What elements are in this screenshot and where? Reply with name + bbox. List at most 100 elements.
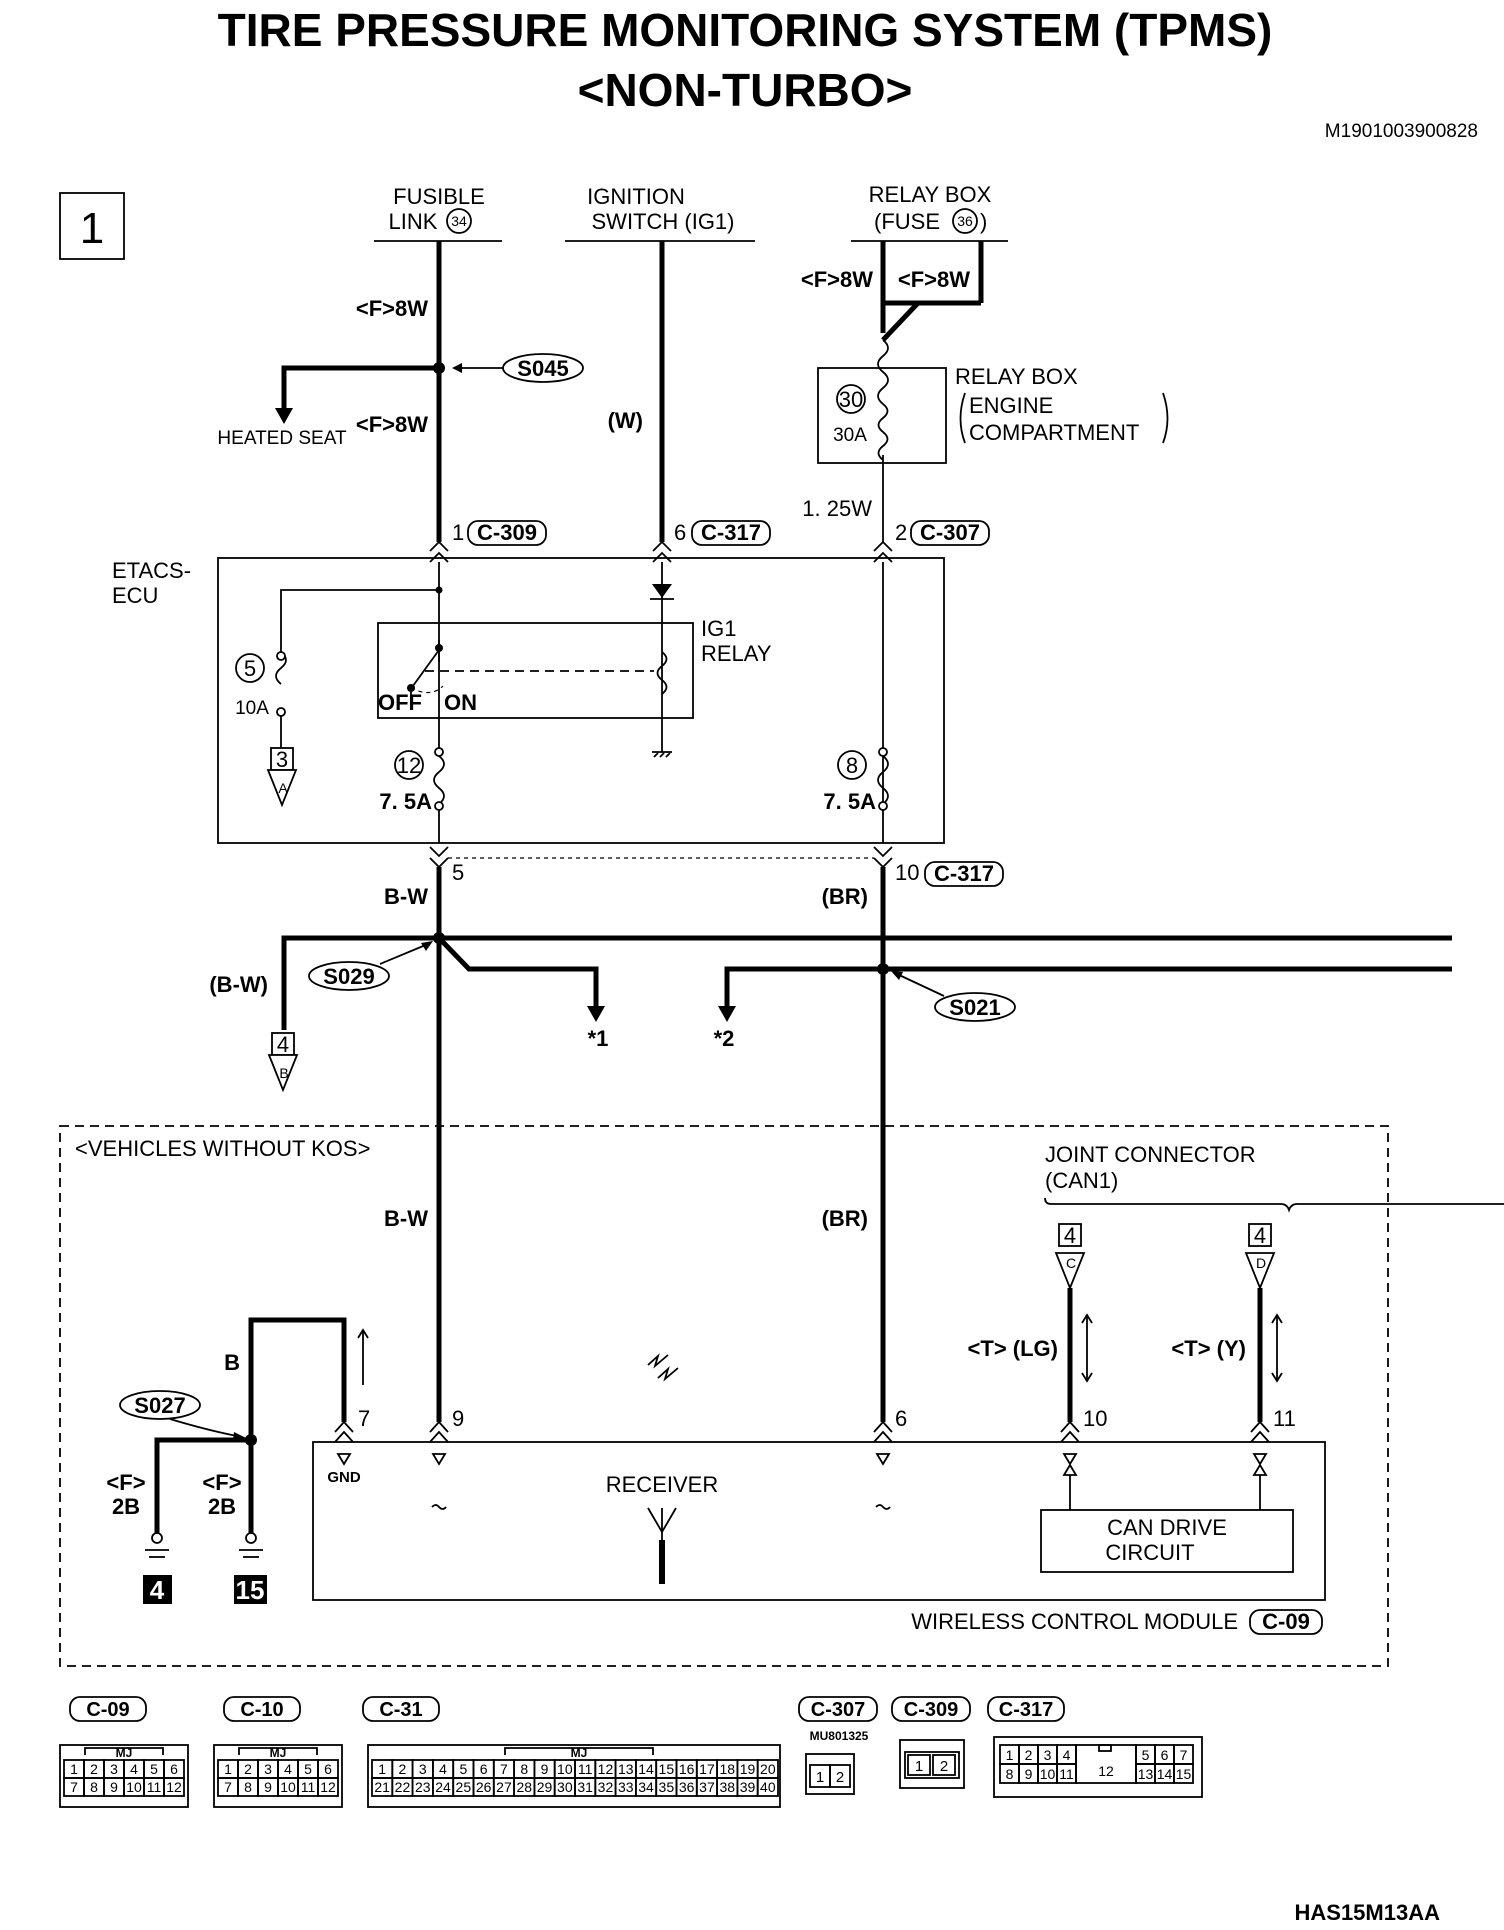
etacs-conn-c317-out-label: C-317 bbox=[934, 861, 994, 886]
connector-c09-pin: 5 bbox=[150, 1761, 158, 1777]
wire-label-bw-top: B-W bbox=[384, 884, 428, 909]
connector-c317-pin: 8 bbox=[1006, 1766, 1014, 1782]
connector-c31-pin: 32 bbox=[598, 1779, 614, 1795]
connector-c317-pin: 10 bbox=[1040, 1766, 1056, 1782]
etacs-label-line1: ETACS- bbox=[112, 558, 191, 583]
receiver-label: RECEIVER bbox=[606, 1472, 718, 1497]
wire-label-fusible-8w-b: <F>8W bbox=[356, 412, 428, 437]
fuse5-circle bbox=[235, 653, 265, 683]
star1-arrow bbox=[587, 1006, 605, 1022]
connector-c10-pin: 2 bbox=[244, 1761, 252, 1777]
ground-symbol-15: 15 bbox=[234, 1532, 267, 1605]
relay-box-line2a: (FUSE bbox=[874, 209, 940, 234]
ign-diode bbox=[652, 584, 672, 598]
connector-c10-label-frame bbox=[223, 1696, 301, 1722]
splice-s027-label: S027 bbox=[134, 1393, 185, 1418]
connector-c31-pin: 29 bbox=[537, 1779, 553, 1795]
connector-c10-pin: 11 bbox=[301, 1779, 316, 1795]
relay-off-label: OFF bbox=[378, 690, 422, 715]
diagram-title: TIRE PRESSURE MONITORING SYSTEM (TPMS) bbox=[218, 4, 1273, 56]
relay-box-engine-line2: ENGINE bbox=[969, 393, 1053, 418]
connector-c31-pin: 9 bbox=[541, 1761, 549, 1777]
ignition-switch-label: IGNITION SWITCH (IG1) bbox=[565, 184, 755, 242]
connector-c09-label-frame bbox=[69, 1696, 147, 1722]
connector-c307-label: C-307 bbox=[811, 1699, 865, 1721]
star1-label: *1 bbox=[588, 1026, 609, 1051]
connector-c317-pin: 1 bbox=[1006, 1747, 1014, 1763]
wire-label-relay-8w-b: <F>8W bbox=[898, 267, 970, 292]
splice-s045: S045 bbox=[502, 353, 584, 383]
connector-c10-housing bbox=[213, 1744, 343, 1808]
fusible-link-label: FUSIBLE LINK 34 bbox=[374, 184, 502, 242]
wire-label-bw-module: B-W bbox=[384, 1206, 428, 1231]
splice-s045-label: S045 bbox=[517, 356, 568, 381]
connector-c31-pin: 13 bbox=[618, 1761, 634, 1777]
connector-c10-pin: 12 bbox=[320, 1779, 336, 1795]
ref-c-number: 4 bbox=[1064, 1223, 1076, 1248]
fuse8-rating: 7. 5A bbox=[823, 789, 876, 814]
connector-c09-pin: 10 bbox=[126, 1779, 142, 1795]
connector-c31-label-frame bbox=[362, 1696, 440, 1722]
engine-fuse-rating: 30A bbox=[833, 425, 867, 446]
etacs-conn-c317-label: C-317 bbox=[701, 520, 761, 545]
connector-c31-pin: 24 bbox=[435, 1779, 451, 1795]
fuse8-number: 8 bbox=[846, 753, 858, 778]
connector-c31-pin: 40 bbox=[760, 1779, 776, 1795]
connector-c09-cell bbox=[163, 1777, 185, 1797]
up-arrow-gnd bbox=[357, 1328, 369, 1385]
star2-arrow bbox=[718, 1006, 736, 1022]
connector-c317-pin: 7 bbox=[1180, 1747, 1188, 1763]
wire-label-relay-8w-a: <F>8W bbox=[801, 267, 873, 292]
ref-c-letter: C bbox=[1066, 1255, 1076, 1271]
connector-c10-pin: 4 bbox=[284, 1761, 292, 1777]
wire-label-fusible-8w-a: <F>8W bbox=[356, 296, 428, 321]
can-lg-bidirectional-arrow bbox=[1081, 1313, 1093, 1383]
engine-fuse-number-circle bbox=[836, 384, 866, 414]
module-pin-11: 11 bbox=[1273, 1406, 1296, 1431]
region-without-kos-label: <VEHICLES WITHOUT KOS> bbox=[75, 1136, 370, 1161]
connector-c31-pin: 25 bbox=[456, 1779, 472, 1795]
etacs-pin-10: 10 bbox=[895, 860, 919, 885]
ground-15-number: 15 bbox=[236, 1575, 265, 1605]
connector-c31-pin: 34 bbox=[638, 1779, 654, 1795]
connector-c309-pin: 2 bbox=[940, 1758, 948, 1775]
relay-box-engine-line1: RELAY BOX bbox=[955, 364, 1078, 389]
connector-c10-pin: 3 bbox=[264, 1761, 272, 1777]
ref-a-letter: A bbox=[278, 780, 288, 796]
splice-s029: S029 bbox=[308, 961, 390, 991]
fusible-link-line2: LINK bbox=[389, 209, 438, 234]
connector-c31-pin: 15 bbox=[659, 1761, 675, 1777]
fuse12-rating: 7. 5A bbox=[379, 789, 432, 814]
module-gnd-label: GND bbox=[327, 1469, 361, 1486]
ref-c: 4 C bbox=[1054, 1223, 1086, 1291]
etacs-pin-2: 2 bbox=[895, 520, 907, 545]
connector-c309-cell bbox=[932, 1754, 956, 1776]
etacs-ecu: ETACS- ECU 1 C-309 6 C-317 2 C-307 bbox=[112, 520, 990, 869]
connector-c31-pin: 36 bbox=[679, 1779, 695, 1795]
connector-c31-pin: 12 bbox=[598, 1761, 614, 1777]
fusible-link-number-circle bbox=[446, 208, 472, 234]
connector-c31-pin: 27 bbox=[496, 1779, 512, 1795]
wire-label-gnd-b: B bbox=[224, 1350, 240, 1375]
connector-c09-pin: 11 bbox=[147, 1779, 162, 1795]
connector-c10-label: C-10 bbox=[240, 1699, 283, 1721]
ref-a: 3 A bbox=[266, 747, 298, 808]
connector-c317-pin: 3 bbox=[1044, 1747, 1052, 1763]
connector-c31-cell bbox=[756, 1777, 779, 1797]
etacs-conn-c307-label: C-307 bbox=[920, 520, 980, 545]
wire-label-br-top: (BR) bbox=[822, 884, 868, 909]
connector-c10-pin: 8 bbox=[244, 1779, 252, 1795]
connector-c10-pin: 10 bbox=[280, 1779, 296, 1795]
fuse8-circle bbox=[837, 750, 867, 780]
connector-c31-pin: 18 bbox=[719, 1761, 735, 1777]
connector-c31-pin: 6 bbox=[480, 1761, 488, 1777]
module-pin-6: 6 bbox=[895, 1406, 907, 1431]
connector-c31-pin: 10 bbox=[557, 1761, 573, 1777]
connector-c09-pin: 8 bbox=[90, 1779, 98, 1795]
connector-c309-label: C-309 bbox=[904, 1699, 958, 1721]
connector-c31-tag: MJ bbox=[571, 1746, 588, 1760]
connector-c09-tag: MJ bbox=[116, 1746, 133, 1760]
relay-on-label: ON bbox=[444, 690, 477, 715]
can-y-bidirectional-arrow bbox=[1271, 1313, 1283, 1383]
fusible-link-number: 34 bbox=[451, 213, 467, 229]
